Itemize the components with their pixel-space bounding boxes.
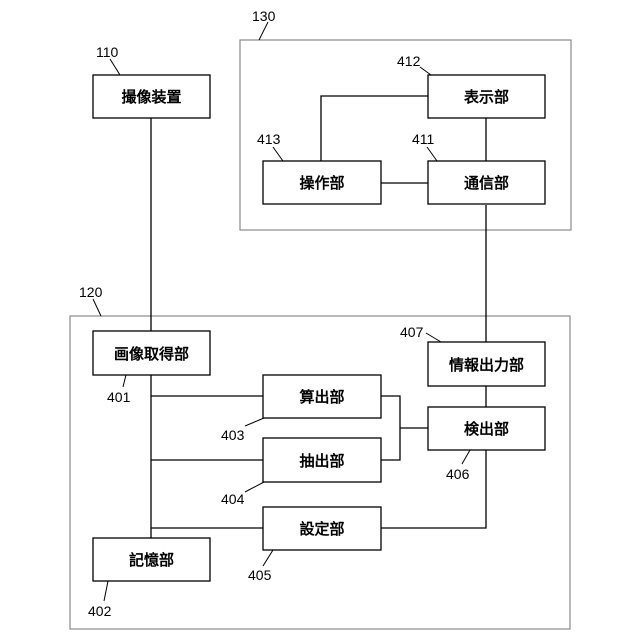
ref-411: 411 <box>412 131 435 147</box>
wire-calc-extract-join <box>381 396 400 460</box>
operation-unit-label: 操作部 <box>299 174 344 192</box>
imaging-device-label: 撮像装置 <box>121 88 181 106</box>
extract-unit-label: 抽出部 <box>299 452 344 470</box>
ref-412: 412 <box>397 53 421 69</box>
comm-unit-label: 通信部 <box>464 174 509 192</box>
setting-unit-label: 設定部 <box>299 520 344 538</box>
ref-404: 404 <box>221 491 245 507</box>
ref-413: 413 <box>257 131 281 147</box>
ref-405: 405 <box>248 567 272 583</box>
display-unit-label: 表示部 <box>464 88 509 106</box>
image-acquisition-label: 画像取得部 <box>114 345 189 363</box>
storage-unit-label: 記憶部 <box>129 551 174 569</box>
ref-407: 407 <box>400 324 424 340</box>
ref-406: 406 <box>446 466 470 482</box>
ref-130: 130 <box>252 8 276 24</box>
wire-setting-to-detect <box>381 450 486 528</box>
calc-unit-label: 算出部 <box>299 388 344 406</box>
info-output-label: 情報出力部 <box>449 356 524 374</box>
ref-403: 403 <box>221 427 245 443</box>
ref-120: 120 <box>79 284 103 300</box>
ref-110: 110 <box>96 44 119 60</box>
wire-display-to-operation <box>321 96 428 161</box>
ref-401: 401 <box>107 389 131 405</box>
detect-unit-label: 検出部 <box>464 420 509 438</box>
ref-402: 402 <box>88 603 112 619</box>
